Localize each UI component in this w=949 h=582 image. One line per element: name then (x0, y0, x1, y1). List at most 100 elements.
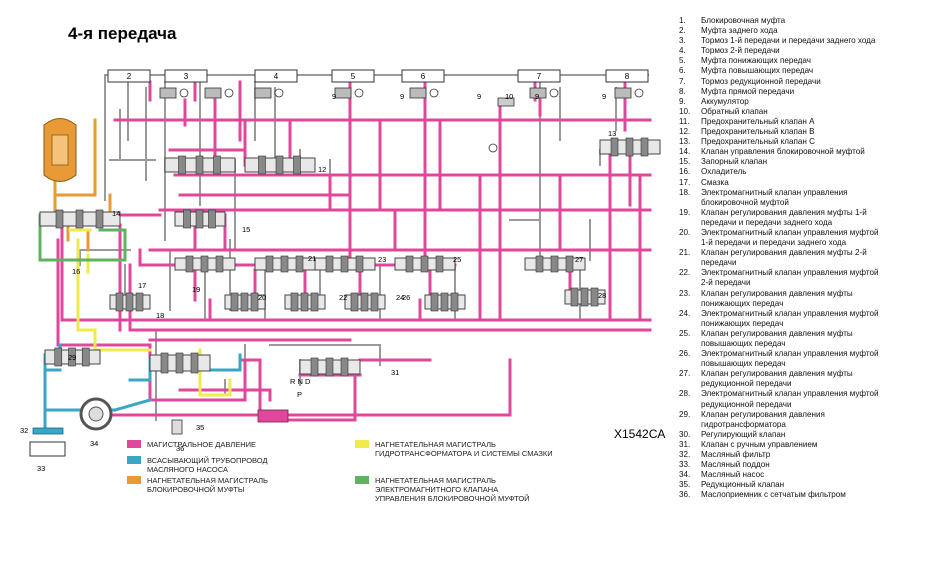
part-name: Клапан регулирования давления муфты (701, 288, 853, 298)
accumulator (529, 87, 559, 99)
parts-list-item: редукционной передачи (679, 400, 947, 410)
callout-label: 33 (37, 464, 45, 473)
part-name: Электромагнитный клапан управления (701, 187, 848, 197)
valve (299, 357, 361, 377)
legend-entry: НАГНЕТАТЕЛЬНАЯ МАГИСТРАЛЬГИДРОТРАНСФОРМА… (355, 440, 553, 458)
part-name: Предохранительный клапан В (701, 127, 815, 137)
part-number: 22. (679, 268, 691, 278)
callout-label: 28 (598, 291, 606, 300)
valve (149, 352, 211, 374)
part-number: 4. (679, 46, 686, 56)
legend-entry: МАГИСТРАЛЬНОЕ ДАВЛЕНИЕ (127, 440, 256, 449)
part-number: 26. (679, 349, 691, 359)
check-valve (488, 97, 515, 153)
part-number: 15. (679, 157, 691, 167)
part-name: Электромагнитный клапан управления муфто… (701, 308, 879, 318)
valve (174, 209, 226, 229)
part-name: Клапан регулирования давления муфты (701, 369, 853, 379)
part-name: Блокировочная муфта (701, 16, 786, 25)
parts-list-item: 5.Муфта понижающих передач (679, 56, 947, 66)
part-number: 13. (679, 137, 691, 147)
accumulator (159, 87, 189, 99)
valve (174, 255, 236, 273)
parts-list-item: 22.Электромагнитный клапан управления му… (679, 268, 947, 278)
callout-label: 14 (112, 209, 120, 218)
part-name: Клапан регулирования давления муфты 2-й (701, 248, 867, 258)
part-name: Редукционный клапан (701, 480, 785, 490)
callout-label: 24 (396, 293, 404, 302)
part-number: 19. (679, 207, 691, 217)
part-number (679, 238, 701, 248)
part-number: 18. (679, 187, 691, 197)
clutch-box: 8 (605, 69, 649, 83)
parts-list-item: 1.Блокировочная муфта (679, 16, 947, 26)
parts-list-item: 28.Электромагнитный клапан управления му… (679, 389, 947, 399)
parts-list-item: 12. Предохранительный клапан В (679, 127, 947, 137)
parts-list-item: 2.Муфта заднего хода (679, 26, 947, 36)
clutch-box-label: 4 (274, 72, 279, 81)
part-number: 17. (679, 177, 691, 187)
part-name: Муфта прямой передачи (701, 86, 795, 96)
parts-list-item: понижающих передач (679, 299, 947, 309)
parts-list-item: 10.Обратный клапан (679, 107, 947, 117)
part-name: Масляный насос (701, 470, 765, 480)
parts-list-item: 26.Электромагнитный клапан управления му… (679, 349, 947, 359)
parts-list-item: 27. Клапан регулирования давления муфты (679, 369, 947, 379)
page-title: 4-я передача (68, 24, 177, 43)
part-name: Тормоз редукционной передачи (701, 76, 821, 86)
parts-list-item: 17.Смазка (679, 178, 947, 188)
part-name: Регулирующий клапан (701, 429, 786, 439)
valve (164, 155, 236, 175)
accumulator (334, 87, 364, 99)
valve (344, 292, 386, 312)
valve (424, 292, 466, 312)
part-number: 34. (679, 470, 691, 480)
callout-label: 29 (68, 353, 76, 362)
parts-list-item: 2-й передачи (679, 278, 947, 288)
clutch-box: 4 (254, 69, 298, 83)
callout-label: 12 (318, 165, 326, 174)
parts-list-item: 24.Электромагнитный клапан управления му… (679, 309, 947, 319)
valve (394, 255, 456, 273)
part-number: 9. (679, 96, 686, 106)
part-number (679, 198, 701, 208)
part-number (679, 278, 701, 288)
part-number: 31. (679, 439, 691, 449)
part-name: Клапан регулирования давления муфты (701, 328, 853, 338)
legend-label: ЭЛЕКТРОМАГНИТНОГО КЛАПАНА (375, 485, 498, 494)
oil-pump (79, 397, 113, 431)
callout-label: 13 (608, 129, 616, 138)
legend-label: МАГИСТРАЛЬНОЕ ДАВЛЕНИЕ (147, 440, 256, 449)
parts-list-item: 1-й передачи и передачи заднего хода (679, 238, 947, 248)
selector-position-park: P (297, 390, 302, 399)
parts-list-item: передачи (679, 258, 947, 268)
part-name: Предохранительный клапан А (701, 116, 815, 126)
part-number: 27. (679, 369, 691, 379)
callout-label: 9 (400, 92, 404, 101)
part-name: Маслоприемник с сетчатым фильтром (701, 490, 846, 500)
legend-swatch (355, 476, 369, 484)
legend-label: УПРАВЛЕНИЯ БЛОКИРОВОЧНОЙ МУФТОЙ (375, 494, 530, 503)
parts-list-item: 11.Предохранительный клапан А (679, 117, 947, 127)
legend-swatch (127, 476, 141, 484)
parts-list-item: повышающих передач (679, 339, 947, 349)
valve (524, 255, 586, 273)
part-name: повышающих передач (701, 339, 786, 348)
callout-label: 15 (242, 225, 250, 234)
clutch-box: 5 (331, 69, 375, 83)
part-number: 12. (679, 127, 691, 137)
part-name: Масляный поддон (701, 460, 770, 470)
part-name: 2-й передачи (701, 278, 751, 288)
callout-label: 34 (90, 439, 98, 448)
part-number: 14. (679, 147, 691, 157)
valve (284, 292, 326, 312)
parts-list-item: 29.Клапан регулирования давления (679, 410, 947, 420)
part-name: Муфта понижающих передач (701, 56, 811, 66)
valve (39, 209, 121, 229)
part-name: Клапан регулирования давления (701, 409, 825, 419)
parts-list-item: передачи и передачи заднего хода (679, 218, 947, 228)
legend-swatch (355, 440, 369, 448)
parts-list-item: 15.Запорный клапан (679, 157, 947, 167)
callout-label: 36 (176, 444, 184, 453)
